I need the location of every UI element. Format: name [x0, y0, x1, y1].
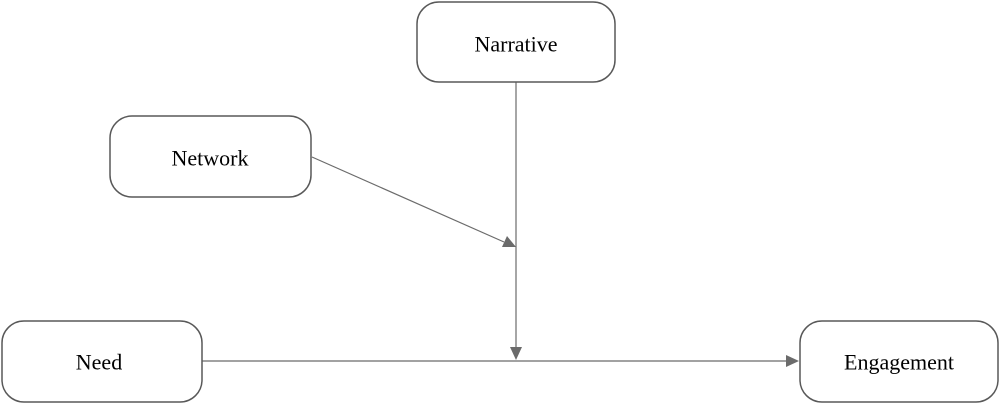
arrow-head-narrative-path	[502, 236, 516, 247]
node-need: Need	[1, 320, 203, 403]
node-narrative-label: Narrative	[474, 32, 557, 57]
node-narrative: Narrative	[416, 1, 616, 83]
arrow-head-main-path	[510, 347, 522, 360]
node-engagement-label: Engagement	[844, 350, 954, 375]
node-engagement: Engagement	[799, 320, 999, 403]
arrow-head-engagement	[786, 355, 799, 367]
node-network-label: Network	[172, 146, 249, 171]
node-network: Network	[109, 115, 312, 198]
node-need-label: Need	[76, 350, 122, 375]
edge-network-to-narrative-path	[311, 156, 505, 243]
edges	[202, 82, 799, 367]
